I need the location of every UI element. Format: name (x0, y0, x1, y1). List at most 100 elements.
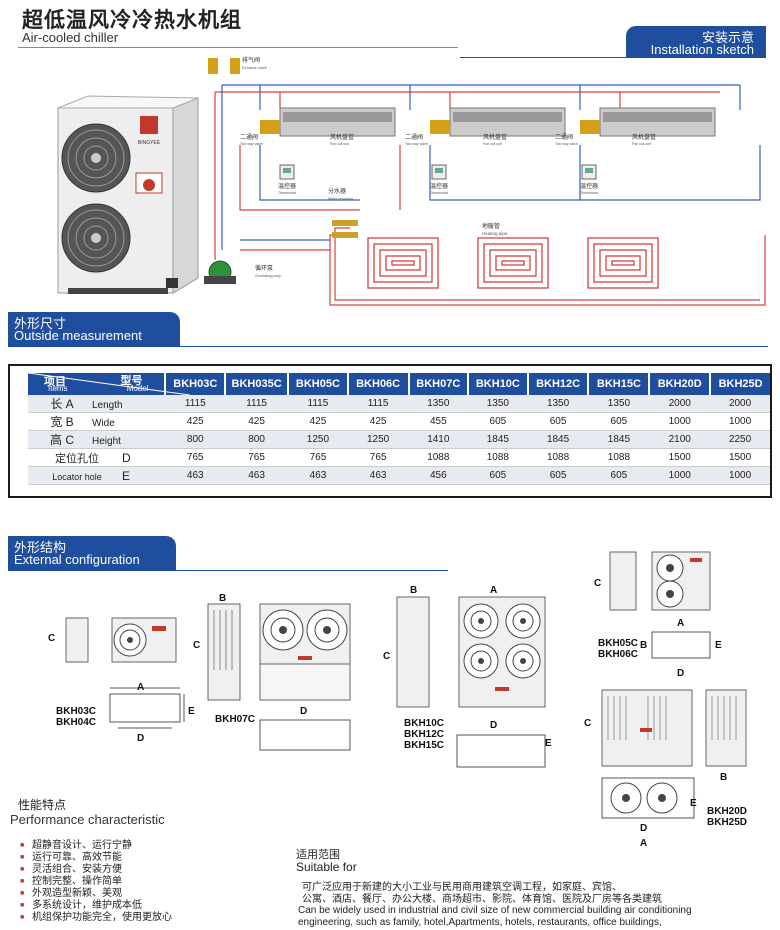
fan-icon (610, 782, 642, 814)
fan-icon (505, 643, 541, 679)
brand-logo (140, 116, 158, 134)
list-item: 控制完整、操作简单 (20, 876, 172, 888)
fan-coil-label-en: Fan coil unit (632, 142, 651, 146)
table-cell: 1115 (165, 395, 226, 413)
two-way-valve-label: 二通阀 (555, 133, 573, 141)
table-cell: 2100 (649, 430, 711, 449)
table-cell: 1845 (588, 430, 650, 449)
dim-label-d: D (300, 706, 308, 717)
model-group-1: BKH03C BKH04C (56, 706, 97, 728)
fan-coil-unit (430, 107, 566, 137)
drawing-bkh03c (65, 617, 185, 729)
fan-icon (262, 609, 304, 651)
fan-coil-label-en: Fan coil unit (330, 142, 349, 146)
dim-label-a: A (640, 838, 648, 849)
dim-label-a: A (677, 618, 685, 629)
fan-icon (505, 603, 541, 639)
list-item: 运行可靠、高效节能 (20, 852, 172, 864)
table-cell: 1115 (347, 395, 409, 413)
table-cell: 1250 (288, 430, 348, 449)
fan-coil-label: 风机盘管 (632, 133, 656, 141)
outside-measurement-title-cn: 外形尺寸 (14, 316, 67, 331)
two-way-valve-label: 二通阀 (405, 133, 423, 141)
table-cell: 800 (225, 430, 289, 449)
table-cell: 1000 (710, 412, 770, 431)
table-cell: 765 (225, 448, 289, 467)
list-item: 外观造型新颖、美观 (20, 888, 172, 900)
table-cell: 463 (347, 466, 409, 485)
application-text-en-1: Can be widely used in industrial and civ… (298, 905, 692, 916)
fan-icon (463, 603, 499, 639)
model-header: BKH15C (587, 373, 650, 395)
dim-label-e: E (188, 706, 195, 717)
title-divider (18, 47, 458, 48)
fan-coil-label: 风机盘管 (330, 133, 354, 141)
table-cell: 1000 (710, 466, 770, 485)
table-cell: 1350 (588, 395, 650, 413)
fan-icon (61, 203, 131, 273)
table-cell: 605 (588, 466, 650, 485)
fan-icon (306, 609, 348, 651)
table-cell: 605 (588, 412, 650, 431)
application-text-en-2: engineering, such as family, hotel,Apart… (298, 917, 662, 928)
fan-coil-unit (260, 107, 396, 137)
table-cell: 1500 (649, 448, 711, 467)
brand-logo-text: BINGYEE (138, 140, 161, 146)
fan-coil-label-en: Fan coil unit (483, 142, 502, 146)
fan-icon (463, 643, 499, 679)
dim-label-b: B (410, 585, 418, 596)
corner-diagonal (28, 373, 190, 395)
table-cell: 1000 (649, 466, 711, 485)
table-cell: 605 (468, 466, 528, 485)
section-divider (8, 570, 448, 571)
model-header: BKH03C (164, 373, 226, 395)
table-cell: 456 (408, 466, 469, 485)
performance-list: 超静音设计、运行宁静 运行可靠、高效节能 灵活组合、安装方便 控制完整、操作简单… (20, 840, 172, 924)
dim-label-c: C (594, 578, 602, 589)
table-cell: 1845 (468, 430, 528, 449)
table-cell: 1088 (468, 448, 528, 467)
table-cell: 1088 (588, 448, 650, 467)
application-text-cn-2: 公寓、酒店、餐厅、办公大楼、商场超市、影院、体育馆、医院及厂房等各类建筑 (302, 894, 662, 905)
thermostat-label: 温控器 (430, 182, 448, 190)
model-header: BKH035C (224, 373, 289, 395)
two-way-valve-label-en: Two way valve (405, 142, 428, 146)
table-cell: 425 (165, 412, 226, 431)
exhaust-valve-icon (208, 58, 240, 74)
installation-divider (460, 57, 766, 58)
heating-pipe-label-en: Heating pipe (482, 231, 508, 236)
outside-measurement-header: 外形尺寸 Outside measurement (8, 312, 180, 346)
table-cell: 765 (288, 448, 348, 467)
table-cell: 1250 (347, 430, 409, 449)
page-subtitle: Air-cooled chiller (22, 30, 119, 45)
thermostat-label-en: Thermostat (580, 191, 598, 195)
fan-icon (113, 623, 147, 657)
spec-table-header-row: 项目 Items 型号 Model BKH03C BKH035C BKH05C … (28, 373, 770, 395)
list-item: 灵活组合、安装方便 (20, 864, 172, 876)
section-divider (8, 346, 768, 347)
table-cell: 1088 (527, 448, 589, 467)
table-cell: 425 (288, 412, 348, 431)
fan-coil-unit (580, 107, 716, 137)
thermostat-label-en: Thermostat (430, 191, 448, 195)
table-cell: 605 (527, 466, 589, 485)
heating-pipe-label: 地暖管 (482, 222, 500, 230)
chiller-unit-illustration: BINGYEE (57, 95, 199, 294)
model-header: BKH10C (467, 373, 528, 395)
model-group-2: BKH07C (215, 714, 256, 725)
table-cell: 765 (165, 448, 226, 467)
table-cell: 1115 (225, 395, 289, 413)
model-group-3: BKH10C BKH12C BKH15C (404, 718, 445, 751)
table-cell: 605 (468, 412, 528, 431)
table-cell: 1115 (288, 395, 348, 413)
thermostat-label: 温控器 (278, 182, 296, 190)
dim-label-b: B (720, 772, 728, 783)
corner-model-en: Model (126, 384, 149, 393)
fan-icon (656, 554, 684, 582)
